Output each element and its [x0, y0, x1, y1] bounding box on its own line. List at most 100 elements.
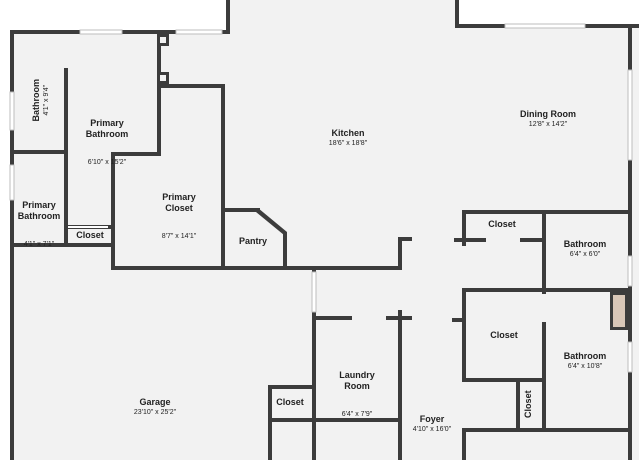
wall-right [628, 24, 632, 460]
wall-kitchen-right-cap [398, 237, 412, 241]
room-name: Closet [490, 330, 518, 340]
wall-garage-door-stub [398, 420, 402, 460]
wall-laundry-left [312, 266, 316, 460]
window-top-left-2 [175, 29, 223, 35]
room-garage: Garage 23'10" x 25'2" [100, 397, 210, 417]
room-foyer: Foyer 4'10" x 16'0" [402, 414, 462, 434]
wall-laundry-right-cap [402, 316, 412, 320]
opening-garage [311, 271, 317, 313]
room-dim: 8'7" x 14'1" [161, 233, 197, 241]
room-name: Closet [76, 230, 104, 240]
room-name: Primary Closet [162, 192, 196, 213]
wall-primary-bath-right3 [157, 88, 161, 155]
window-right-dining [627, 69, 633, 161]
chase-b-in [160, 75, 166, 81]
room-pantry: Pantry [228, 236, 278, 246]
wall-laundry-top [316, 316, 352, 320]
window-left-bath [9, 91, 15, 131]
wall-laundry-bottom [312, 418, 402, 422]
room-closet-right-mid: Closet [474, 330, 534, 340]
wall-garage-closet-left [268, 385, 272, 460]
wall-top-left-stub [226, 0, 230, 34]
window-top-left [79, 29, 123, 35]
wall-primary-bath-right2 [157, 84, 223, 88]
room-dim: 4'1" x 7'1" [23, 241, 55, 249]
chase-a-in [160, 37, 166, 43]
room-name: Bathroom [30, 78, 41, 122]
wall-right-closet-cap [454, 238, 466, 242]
room-name: Foyer [419, 414, 445, 424]
room-name: Dining Room [520, 109, 576, 119]
wall-bath-bottom-left [542, 322, 546, 432]
room-name: Pantry [238, 236, 267, 246]
wall-bath-bottom [10, 243, 115, 247]
window-top-right [504, 23, 586, 29]
window-right-bath [627, 255, 633, 287]
room-name: Garage [139, 397, 171, 407]
room-bathroom-right-bottom: Bathroom 6'4" x 10'8" [550, 351, 620, 371]
room-primary-bathroom: Primary Bathroom 6'10" x 15'2" [70, 100, 144, 186]
room-kitchen: Kitchen 18'6" x 18'8" [300, 128, 396, 148]
wall-top-right-stub [455, 0, 459, 28]
wall-bath-top-left [542, 210, 546, 294]
room-dim: 12'8" x 14'2" [528, 121, 568, 129]
wall-closet-bottom [111, 266, 316, 270]
wall-pantry-right [283, 232, 287, 268]
room-dining: Dining Room 12'8" x 14'2" [500, 109, 596, 129]
wall-bath-inner [64, 68, 68, 246]
room-name: Closet [522, 390, 533, 418]
room-dim: 18'6" x 18'8" [328, 140, 368, 148]
room-primary-closet: Primary Closet 8'7" x 14'1" [134, 174, 224, 260]
room-dim: 6'4" x 7'9" [341, 411, 373, 419]
wall-closet-mid-left [462, 288, 466, 382]
wall-closet-right [221, 84, 225, 270]
wall-closet-top [114, 152, 161, 156]
room-closet-garage: Closet [270, 397, 310, 407]
room-closet-vertical: Closet [523, 382, 533, 426]
wall-bath-divider [10, 150, 68, 154]
exterior-top-left [0, 0, 230, 32]
room-name: Closet [488, 219, 516, 229]
room-name: Laundry Room [339, 370, 375, 391]
window-left-bath2 [9, 164, 15, 201]
room-closet-right-top: Closet [472, 219, 532, 229]
wall-right-closet-bottom [466, 238, 486, 242]
fireplace-brick [613, 295, 625, 327]
wall-vert-closet-left [516, 382, 520, 432]
room-primary-bathroom-small: Primary Bathroom 4'1" x 7'1" [8, 182, 70, 268]
wall-closet-mid-cap [452, 318, 466, 322]
window-right-bath2 [627, 341, 633, 373]
room-name: Primary Bathroom [85, 118, 129, 139]
room-bathroom-right-top: Bathroom 6'4" x 6'0" [550, 239, 620, 259]
wall-primary-bath-right [157, 34, 161, 84]
room-dim: 23'10" x 25'2" [133, 409, 177, 417]
wall-closet-mid-bottom [462, 378, 546, 382]
wall-garage-closet-bottom [268, 418, 312, 422]
room-dim: 6'4" x 6'0" [569, 251, 601, 259]
room-dim: 6'10" x 15'2" [87, 159, 127, 167]
wall-closet-left [111, 152, 115, 270]
wall-garage-closet-top [268, 385, 312, 389]
wall-right-closet-bottom2 [520, 238, 546, 242]
wall-right-closet-left [462, 210, 466, 246]
wall-pantry-top [225, 208, 260, 212]
room-dim: 6'4" x 10'8" [567, 363, 603, 371]
exterior-top-right [455, 0, 639, 26]
wall-pantry-angle [256, 208, 287, 235]
room-dim: 4'10" x 16'0" [412, 426, 452, 434]
room-name: Kitchen [331, 128, 365, 138]
wall-foyer-bottom [462, 428, 632, 432]
room-name: Bathroom [563, 239, 607, 249]
room-name: Bathroom [563, 351, 607, 361]
wall-bath-top-bottom [462, 288, 632, 292]
wall-right-closet-top [462, 210, 632, 214]
room-name: Closet [276, 397, 304, 407]
room-laundry: Laundry Room 6'4" x 7'9" [322, 352, 392, 438]
wall-foyer-left [462, 428, 466, 460]
room-name: Primary Bathroom [17, 200, 61, 221]
wall-laundry-top2 [386, 316, 402, 320]
room-bathroom-small: Bathroom 4'1" x 9'4" [31, 65, 51, 135]
wall-kitchen-bottom [316, 266, 402, 270]
wall-kitchen-right-stub [398, 237, 402, 270]
